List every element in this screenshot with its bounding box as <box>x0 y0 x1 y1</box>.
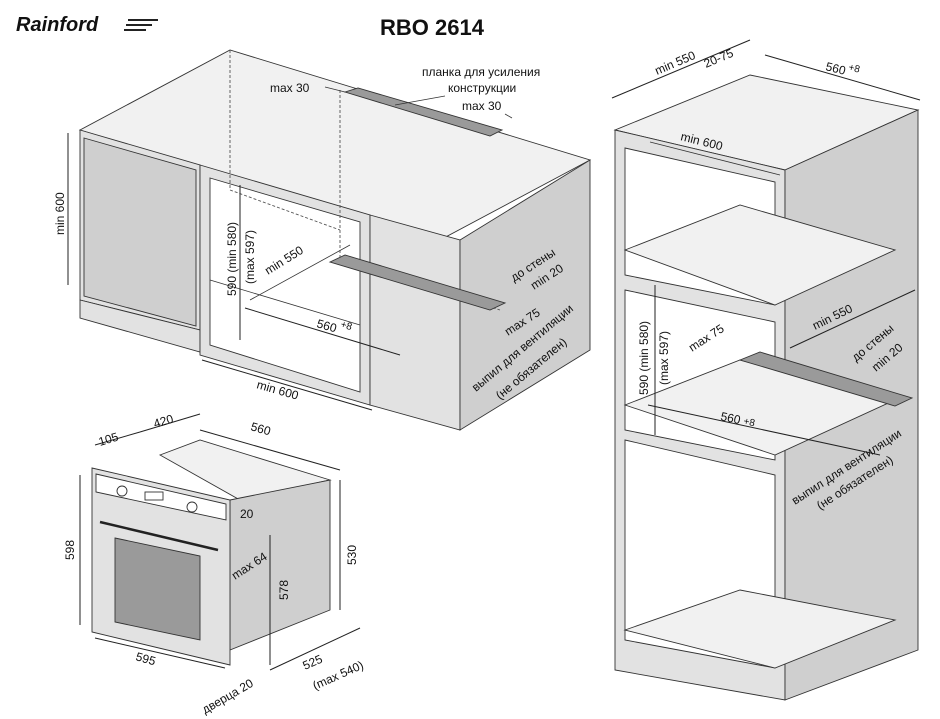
label-r-560-sup: +8 <box>847 62 861 76</box>
label-r-560-mid-sup: +8 <box>742 416 756 429</box>
label-r-560: 560 <box>824 59 847 78</box>
label-max597: (max 597) <box>243 230 257 284</box>
brand-logo: Rainford <box>16 14 158 36</box>
right-block-front <box>369 214 461 431</box>
model-title: RBO 2614 <box>380 15 485 40</box>
label-reinforce-1: планка для усиления <box>422 65 540 79</box>
label-560-sup: +8 <box>339 319 353 333</box>
label-r-590: 590 (min 580) <box>637 321 651 395</box>
label-r-min550: min 550 <box>653 48 698 78</box>
left-cabinet-door <box>83 137 197 327</box>
label-530: 530 <box>345 545 359 565</box>
label-578: 578 <box>277 580 291 600</box>
vent-cutout <box>328 254 507 311</box>
left-installation-drawing <box>78 49 592 431</box>
brand-name: Rainford <box>16 14 99 36</box>
right-installation-drawing <box>613 74 920 701</box>
label-r-max597: (max 597) <box>657 331 671 385</box>
label-595: 595 <box>134 649 157 668</box>
label-max30-side: max 30 <box>462 99 502 113</box>
oven-drawing <box>91 439 332 666</box>
label-560: 560 <box>249 419 272 438</box>
label-door20: дверца 20 <box>200 676 256 717</box>
label-reinforce-2: конструкции <box>448 81 516 95</box>
label-420: 420 <box>152 412 176 431</box>
knob-right-icon <box>186 501 198 513</box>
knob-left-icon <box>116 485 128 497</box>
label-max30-top: max 30 <box>270 81 310 95</box>
door-handle <box>99 520 219 552</box>
right-vent-cutout <box>738 351 914 407</box>
label-min600-height: min 600 <box>53 192 67 235</box>
label-598: 598 <box>63 540 77 560</box>
label-560: 560 <box>315 316 338 335</box>
label-r-560-mid: 560 <box>719 409 742 427</box>
label-20: 20 <box>240 507 254 521</box>
label-r-20-75: 20-75 <box>702 46 736 71</box>
reinforcement-strip <box>343 87 504 137</box>
label-590: 590 (min 580) <box>225 222 239 296</box>
label-105: 105 <box>97 430 121 449</box>
right-block-side <box>459 159 591 431</box>
display-icon <box>144 491 164 501</box>
label-525: 525 <box>301 652 325 673</box>
oven-window <box>114 537 201 641</box>
